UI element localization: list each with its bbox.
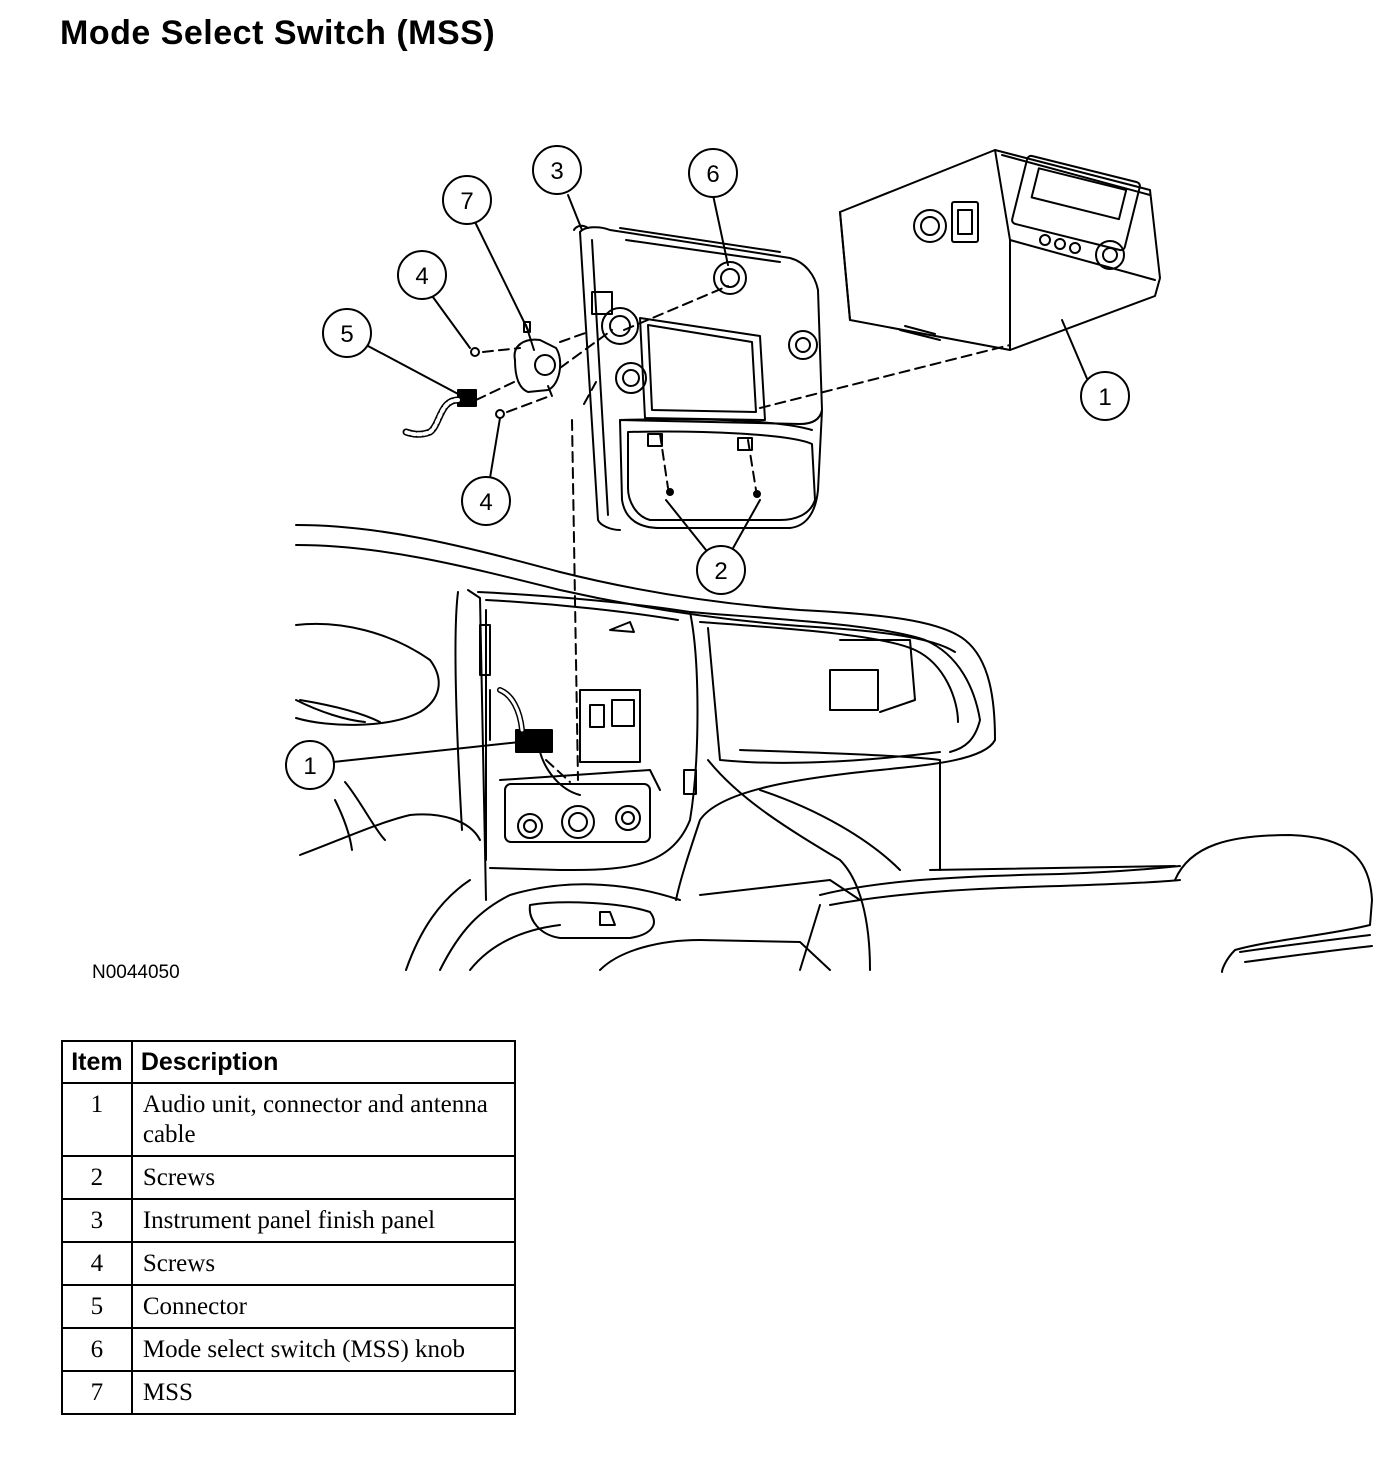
callout-circle — [285, 740, 335, 790]
table-row: 3 Instrument panel finish panel — [61, 1198, 517, 1243]
table-row: 2 Screws — [61, 1155, 517, 1200]
table-row: 6 Mode select switch (MSS) knob — [61, 1327, 517, 1372]
item-number: 7 — [61, 1370, 133, 1415]
item-description: Audio unit, connector and antenna cable — [130, 1082, 517, 1157]
callout-label: 2 — [714, 558, 727, 585]
callout-circle — [532, 145, 582, 195]
callout-circle — [322, 308, 372, 358]
callout-circle — [397, 250, 447, 300]
callout-circle — [461, 476, 511, 526]
mss-switch-drawing — [402, 321, 562, 438]
callout-label: 4 — [479, 489, 492, 516]
item-description: Screws — [130, 1155, 517, 1200]
parts-legend-table: Item Description 1 Audio unit, connector… — [61, 1040, 517, 1415]
table-row: 7 MSS — [61, 1370, 517, 1415]
item-number: 6 — [61, 1327, 133, 1372]
alignment-lines — [475, 285, 1011, 783]
callout-circle — [696, 545, 746, 595]
header-item: Item — [61, 1040, 133, 1084]
callout-6: 6 — [688, 148, 738, 198]
callout-5: 5 — [322, 308, 372, 358]
item-number: 4 — [61, 1241, 133, 1286]
callout-3: 3 — [532, 145, 582, 195]
callout-7: 7 — [442, 175, 492, 225]
exploded-view-diagram: 3 6 7 4 5 1 4 2 1 — [285, 145, 1373, 973]
item-description: Instrument panel finish panel — [130, 1198, 517, 1243]
item-description: Connector — [130, 1284, 517, 1329]
callout-1-upper: 1 — [1080, 371, 1130, 421]
callout-1-lower: 1 — [285, 740, 335, 790]
finish-panel-drawing — [573, 224, 823, 531]
item-number: 5 — [61, 1284, 133, 1329]
callout-circle — [1080, 371, 1130, 421]
callout-label: 7 — [460, 188, 473, 215]
callout-label: 1 — [303, 753, 316, 780]
table-row: 5 Connector — [61, 1284, 517, 1329]
item-number: 3 — [61, 1198, 133, 1243]
item-description: MSS — [130, 1370, 517, 1415]
callout-label: 4 — [415, 263, 428, 290]
callout-label: 1 — [1098, 384, 1111, 411]
callout-4-upper: 4 — [397, 250, 447, 300]
leader-lines — [332, 194, 1089, 763]
header-description: Description — [130, 1040, 517, 1084]
callout-4-lower: 4 — [461, 476, 511, 526]
figure-id: N0044050 — [92, 962, 180, 983]
instrument-panel-drawing — [295, 524, 1373, 973]
item-number: 1 — [61, 1082, 133, 1157]
callout-circle — [688, 148, 738, 198]
audio-unit-drawing — [839, 149, 1161, 351]
item-number: 2 — [61, 1155, 133, 1200]
table-row: 4 Screws — [61, 1241, 517, 1286]
page-title: Mode Select Switch (MSS) — [60, 14, 496, 52]
table-row: 1 Audio unit, connector and antenna cabl… — [61, 1082, 517, 1157]
callout-2: 2 — [696, 545, 746, 595]
callout-label: 6 — [706, 161, 719, 188]
table-header-row: Item Description — [61, 1040, 517, 1084]
callout-circle — [442, 175, 492, 225]
callout-label: 5 — [340, 321, 353, 348]
callout-label: 3 — [550, 158, 563, 185]
item-description: Screws — [130, 1241, 517, 1286]
item-description: Mode select switch (MSS) knob — [130, 1327, 517, 1372]
